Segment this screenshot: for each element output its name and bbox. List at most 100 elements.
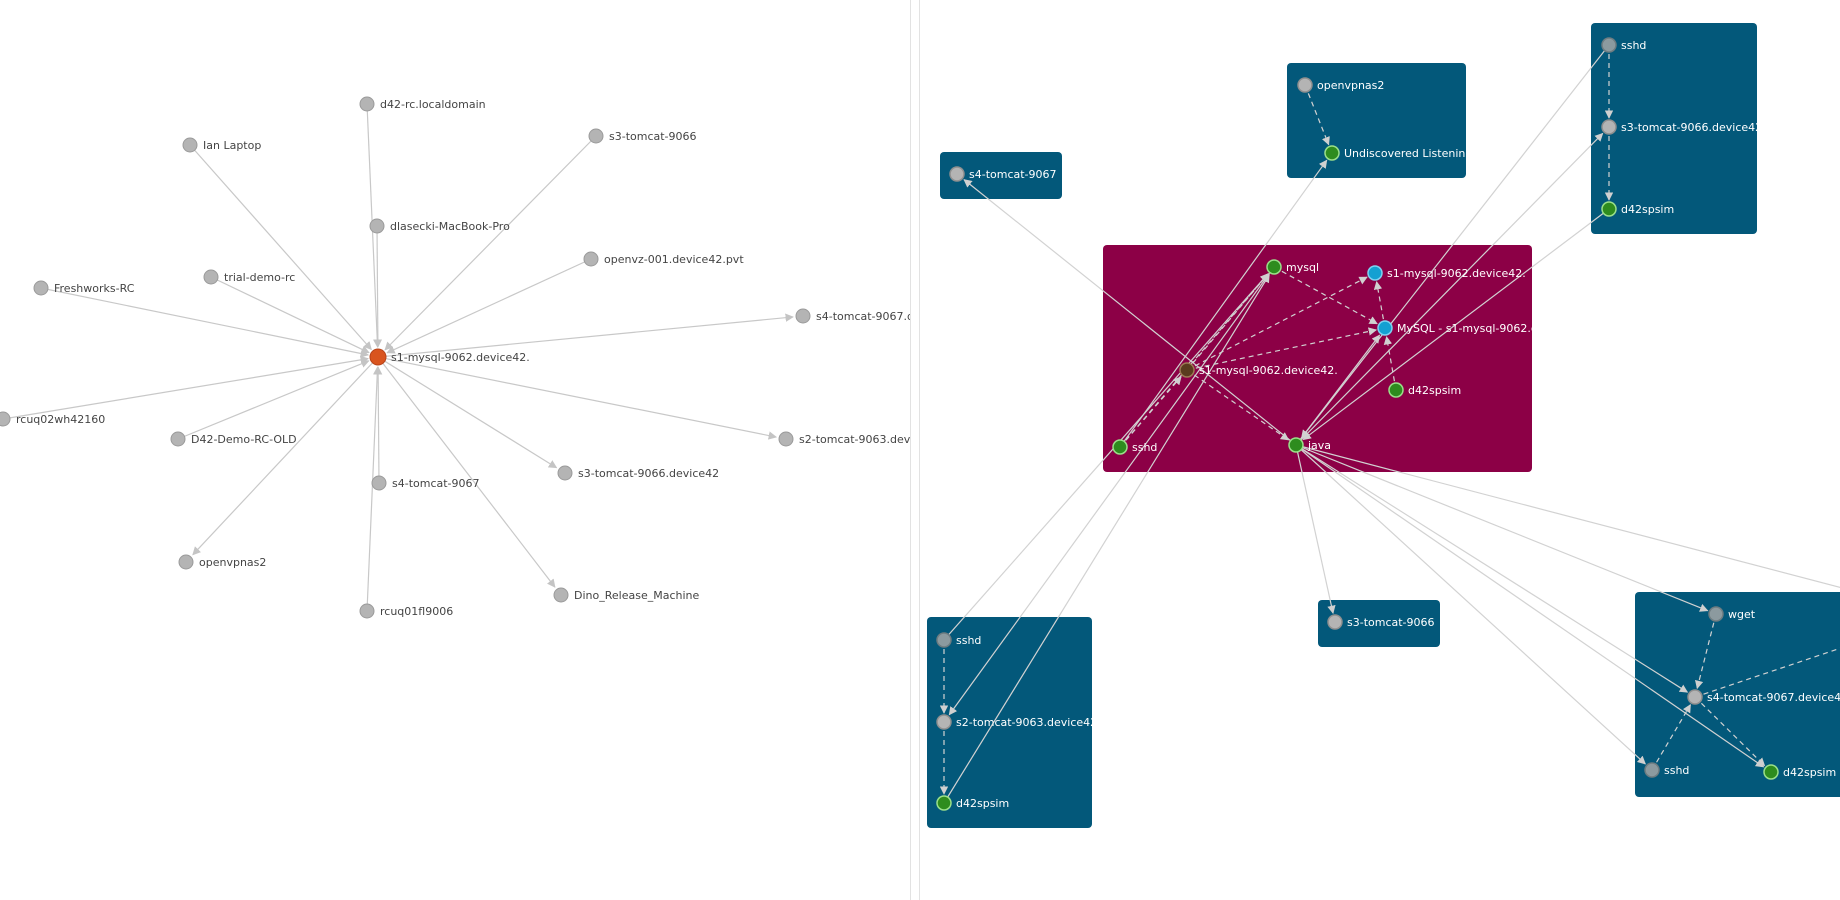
- left-node-ian[interactable]: [182, 137, 198, 153]
- right-edge: [1186, 276, 1368, 371]
- right-edge: [1694, 696, 1766, 767]
- left-node-s2t9063[interactable]: [778, 431, 794, 447]
- right-edge: [1119, 159, 1328, 448]
- right-node-s4t9067[interactable]: [949, 166, 965, 182]
- left-node-openvz[interactable]: [583, 251, 599, 267]
- right-edge: [943, 273, 1270, 804]
- left-edge-s4t9067dev: [377, 313, 794, 358]
- right-node-label: java: [1307, 439, 1331, 452]
- right-edge: [1295, 444, 1646, 765]
- left-node-rcuq01[interactable]: [359, 603, 375, 619]
- right-node-label: d42spsim: [1621, 203, 1674, 216]
- right-edge: [1295, 132, 1604, 446]
- group-s4t9067d[interactable]: [1635, 592, 1840, 797]
- left-node-s3t9066d[interactable]: [557, 465, 573, 481]
- group-s2t9063[interactable]: [927, 617, 1092, 828]
- left-edge-openvz: [386, 258, 592, 354]
- left-edge-openvpnas2: [192, 356, 379, 556]
- group-s1mysql[interactable]: [1103, 245, 1532, 472]
- left-node-rcuq02[interactable]: [0, 411, 11, 427]
- right-node-label: s3-tomcat-9066.device42: [1621, 121, 1762, 134]
- left-node-label: s3-tomcat-9066: [609, 130, 697, 143]
- right-node-label: sshd: [1132, 441, 1157, 454]
- right-node-mysqlsvc[interactable]: [1377, 320, 1393, 336]
- right-node-label: sshd: [1621, 39, 1646, 52]
- left-center-label: s1-mysql-9062.device42.: [391, 351, 530, 364]
- group-s3t9066[interactable]: [1318, 600, 1440, 647]
- right-node-d42spsim-b[interactable]: [1388, 382, 1404, 398]
- right-edge: [1694, 613, 1717, 690]
- left-node-d42rc[interactable]: [359, 96, 375, 112]
- left-node-s4t9067[interactable]: [371, 475, 387, 491]
- left-edge-trial: [210, 276, 370, 354]
- right-node-label: s1-mysql-9062.device42.: [1199, 364, 1338, 377]
- right-node-undisc[interactable]: [1324, 145, 1340, 161]
- right-node-sshd-d[interactable]: [1644, 762, 1660, 778]
- pane-divider[interactable]: [910, 0, 920, 900]
- group-s3t9066d[interactable]: [1591, 23, 1757, 234]
- right-node-sshd-b[interactable]: [1112, 439, 1128, 455]
- right-node-label: sshd: [956, 634, 981, 647]
- right-edge: [1295, 334, 1381, 446]
- left-node-label: Ian Laptop: [203, 139, 261, 152]
- left-center-node[interactable]: [369, 348, 387, 366]
- right-node-java[interactable]: [1288, 437, 1304, 453]
- right-node-label: d42spsim: [956, 797, 1009, 810]
- right-node-s3t9066[interactable]: [1327, 614, 1343, 630]
- right-node-d42spsim-c[interactable]: [936, 795, 952, 811]
- left-edge-s3t9066: [384, 135, 597, 351]
- right-node-label: s3-tomcat-9066: [1347, 616, 1435, 629]
- left-node-label: s3-tomcat-9066.device42: [578, 467, 719, 480]
- left-node-s4t9067dev[interactable]: [795, 308, 811, 324]
- right-edge: [1119, 376, 1182, 448]
- right-node-label: s4-tomcat-9067.device42: [1707, 691, 1840, 704]
- left-node-label: rcuq01fl9006: [380, 605, 453, 618]
- left-edge-d42old: [177, 359, 370, 440]
- right-node-d42spsim-d[interactable]: [1763, 764, 1779, 780]
- left-node-openvpnas2[interactable]: [178, 554, 194, 570]
- left-edge-s3t9066d: [377, 356, 558, 469]
- left-node-s3t9066[interactable]: [588, 128, 604, 144]
- right-node-s4t9067d[interactable]: [1687, 689, 1703, 705]
- left-node-label: s4-tomcat-9067.dev: [816, 310, 910, 323]
- right-node-s3t9066d[interactable]: [1601, 119, 1617, 135]
- right-node-s1mysql-b[interactable]: [1367, 265, 1383, 281]
- left-edges: [2, 103, 794, 612]
- left-edge-fresh: [40, 287, 370, 358]
- right-edge: [1186, 273, 1269, 371]
- right-node-openvpnas2[interactable]: [1297, 77, 1313, 93]
- right-node-s2t9063[interactable]: [936, 714, 952, 730]
- left-edge-s2t9063: [377, 356, 778, 440]
- right-node-label: MySQL - s1-mysql-9062.d: [1397, 322, 1538, 335]
- right-node-label: s1-mysql-9062.device42.: [1387, 267, 1526, 280]
- left-node-label: d42-rc.localdomain: [380, 98, 486, 111]
- right-node-d42spsim-a[interactable]: [1601, 201, 1617, 217]
- right-edge: [1295, 444, 1709, 612]
- right-node-sshd-c[interactable]: [936, 632, 952, 648]
- right-node-mysql[interactable]: [1266, 259, 1282, 275]
- left-node-label: D42-Demo-RC-OLD: [191, 433, 297, 446]
- right-node-s1mysql-a[interactable]: [1179, 362, 1195, 378]
- right-edges: [939, 44, 1840, 804]
- right-edge: [948, 266, 1275, 716]
- left-node-fresh[interactable]: [33, 280, 49, 296]
- right-node-label: openvpnas2: [1317, 79, 1384, 92]
- left-node-label: s4-tomcat-9067: [392, 477, 480, 490]
- right-node-wget[interactable]: [1708, 606, 1724, 622]
- left-edge-dlasecki: [373, 225, 383, 348]
- left-node-dino[interactable]: [553, 587, 569, 603]
- left-node-d42old[interactable]: [170, 431, 186, 447]
- left-node-trial[interactable]: [203, 269, 219, 285]
- right-edge: [1295, 444, 1840, 589]
- right-node-sshd-a[interactable]: [1601, 37, 1617, 53]
- right-node-label: wget: [1728, 608, 1756, 621]
- right-groups: [927, 23, 1840, 828]
- left-node-dlasecki[interactable]: [369, 218, 385, 234]
- right-edge: [1373, 281, 1386, 329]
- left-node-label: rcuq02wh42160: [16, 413, 105, 426]
